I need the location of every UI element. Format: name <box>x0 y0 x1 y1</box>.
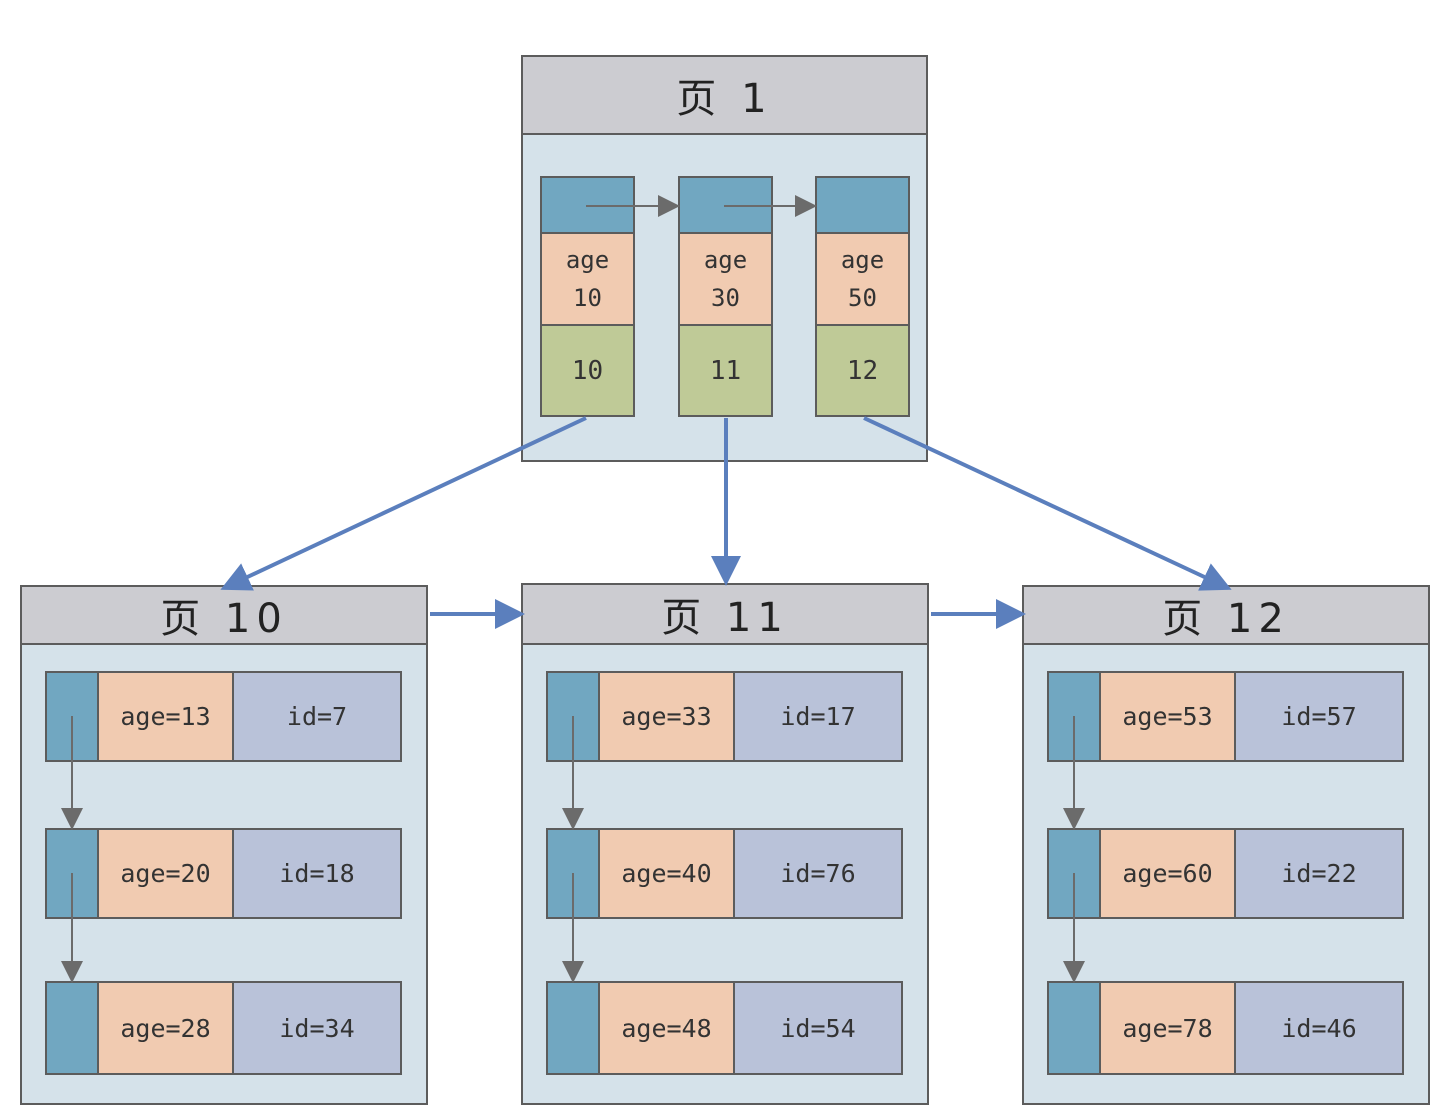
leaf-11-row-3-age: age=48 <box>598 981 735 1075</box>
leaf-10-row-1-age: age=13 <box>97 671 234 762</box>
leaf-11-row-3-id: id=54 <box>733 981 903 1075</box>
leaf-12-row-2-id: id=22 <box>1234 828 1404 919</box>
root-entry-2-child: 11 <box>678 324 773 417</box>
root-entry-3-child: 12 <box>815 324 910 417</box>
leaf-10-row-1-id: id=7 <box>232 671 402 762</box>
tree-arrow-to-page-12 <box>863 416 1232 591</box>
leaf-12-row-3-id: id=46 <box>1234 981 1404 1075</box>
root-page-title: 页 1 <box>523 57 926 135</box>
root-entry-1-key-value: 10 <box>573 284 602 312</box>
root-entry-3-key-label: age <box>840 246 885 274</box>
leaf-10-row-2-age: age=20 <box>97 828 234 919</box>
root-entry-1-child: 10 <box>540 324 635 417</box>
root-entry-2-key-label: age <box>703 246 748 274</box>
leaf-12-row-1-id: id=57 <box>1234 671 1404 762</box>
leaf-11-row-2-id: id=76 <box>733 828 903 919</box>
leaf-12-row-1-age: age=53 <box>1099 671 1236 762</box>
leaf-11-row-2-age: age=40 <box>598 828 735 919</box>
leaf-page-10-title: 页 10 <box>22 587 426 645</box>
tree-arrow-to-page-10 <box>220 416 587 591</box>
leaf-12-row-3-pointer <box>1047 981 1101 1075</box>
root-entry-2-key-value: 30 <box>711 284 740 312</box>
leaf-11-row-1-age: age=33 <box>598 671 735 762</box>
leaf-10-row-3-id: id=34 <box>232 981 402 1075</box>
root-entry-1-key: age 10 <box>540 232 635 326</box>
leaf-10-row-2-id: id=18 <box>232 828 402 919</box>
root-entry-1-key-label: age <box>565 246 610 274</box>
root-entry-3-key-value: 50 <box>848 284 877 312</box>
root-entry-3-key: age 50 <box>815 232 910 326</box>
leaf-page-11-title: 页 11 <box>523 585 927 645</box>
leaf-12-row-2-age: age=60 <box>1099 828 1236 919</box>
root-entry-3-pointer <box>815 176 910 234</box>
leaf-11-row-1-id: id=17 <box>733 671 903 762</box>
leaf-11-row-3-pointer <box>546 981 600 1075</box>
leaf-page-12-title: 页 12 <box>1024 587 1428 645</box>
leaf-10-row-3-pointer <box>45 981 99 1075</box>
